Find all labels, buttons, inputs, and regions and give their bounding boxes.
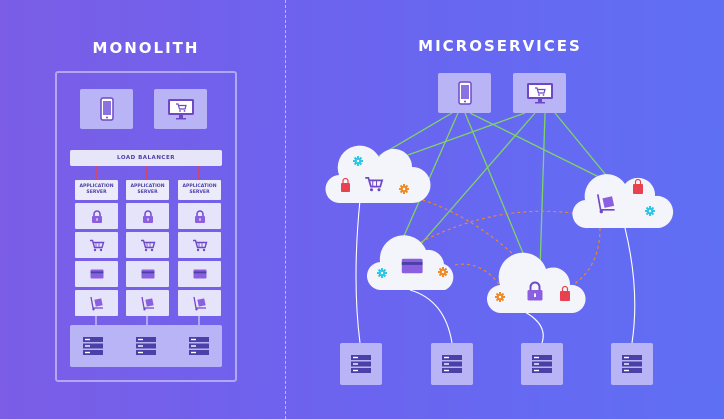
server-icon <box>622 355 642 373</box>
credit-card-icon <box>401 258 423 274</box>
shipping-module <box>178 290 221 316</box>
phone-icon <box>457 81 472 105</box>
monolith-mobile-client <box>80 89 133 129</box>
monolith-web-client <box>154 89 207 129</box>
cart-module <box>178 232 221 258</box>
server-icon <box>136 337 156 355</box>
payment-service-cloud <box>366 235 454 291</box>
monolith-title: MONOLITH <box>92 39 200 57</box>
monolith-database-bar <box>70 325 222 367</box>
cart-icon <box>192 239 207 251</box>
monitor-cart-icon <box>526 83 553 104</box>
auth-service-database <box>521 343 563 385</box>
phone-icon <box>99 97 114 121</box>
cart-icon <box>89 239 104 251</box>
cart-module <box>75 232 118 258</box>
cart-service-cloud <box>325 145 431 204</box>
shipping-module <box>75 290 118 316</box>
payment-module <box>178 261 221 287</box>
lock-icon <box>91 209 102 223</box>
server-icon <box>83 337 103 355</box>
gear-icon <box>352 155 364 167</box>
shipping-service-cloud <box>572 174 674 229</box>
server-icon <box>351 355 371 373</box>
shipping-service-database <box>611 343 653 385</box>
bag-icon <box>560 285 570 301</box>
cart-service-database <box>340 343 382 385</box>
auth-module <box>178 203 221 229</box>
package-dolly-icon <box>89 296 103 310</box>
monitor-cart-icon <box>167 99 194 120</box>
server-icon <box>189 337 209 355</box>
gear-icon <box>398 183 410 195</box>
gear-icon <box>437 266 449 278</box>
package-dolly-icon <box>596 194 615 214</box>
bag-icon <box>633 178 643 194</box>
credit-card-icon <box>141 269 154 279</box>
cart-icon <box>140 239 155 251</box>
lock-icon <box>527 281 543 301</box>
lock-icon <box>194 209 205 223</box>
lock-icon <box>142 209 153 223</box>
package-dolly-icon <box>140 296 154 310</box>
bag-icon <box>341 177 350 192</box>
load-balancer: LOAD BALANCER <box>70 150 222 166</box>
server-icon <box>442 355 462 373</box>
auth-module <box>75 203 118 229</box>
cart-module <box>126 232 169 258</box>
monolith-frame <box>55 71 237 382</box>
payment-module <box>75 261 118 287</box>
shipping-module <box>126 290 169 316</box>
cart-icon <box>365 177 384 192</box>
microservices-title: MICROSERVICES <box>418 37 582 55</box>
microservices-web-client <box>513 73 566 113</box>
gear-icon <box>376 267 388 279</box>
server-icon <box>532 355 552 373</box>
microservices-mobile-client <box>438 73 491 113</box>
credit-card-icon <box>193 269 206 279</box>
payment-service-database <box>431 343 473 385</box>
credit-card-icon <box>90 269 103 279</box>
gear-icon <box>494 291 506 303</box>
auth-service-cloud <box>486 252 586 314</box>
auth-module <box>126 203 169 229</box>
section-divider <box>285 0 286 419</box>
package-dolly-icon <box>192 296 206 310</box>
payment-module <box>126 261 169 287</box>
gear-icon <box>644 205 656 217</box>
